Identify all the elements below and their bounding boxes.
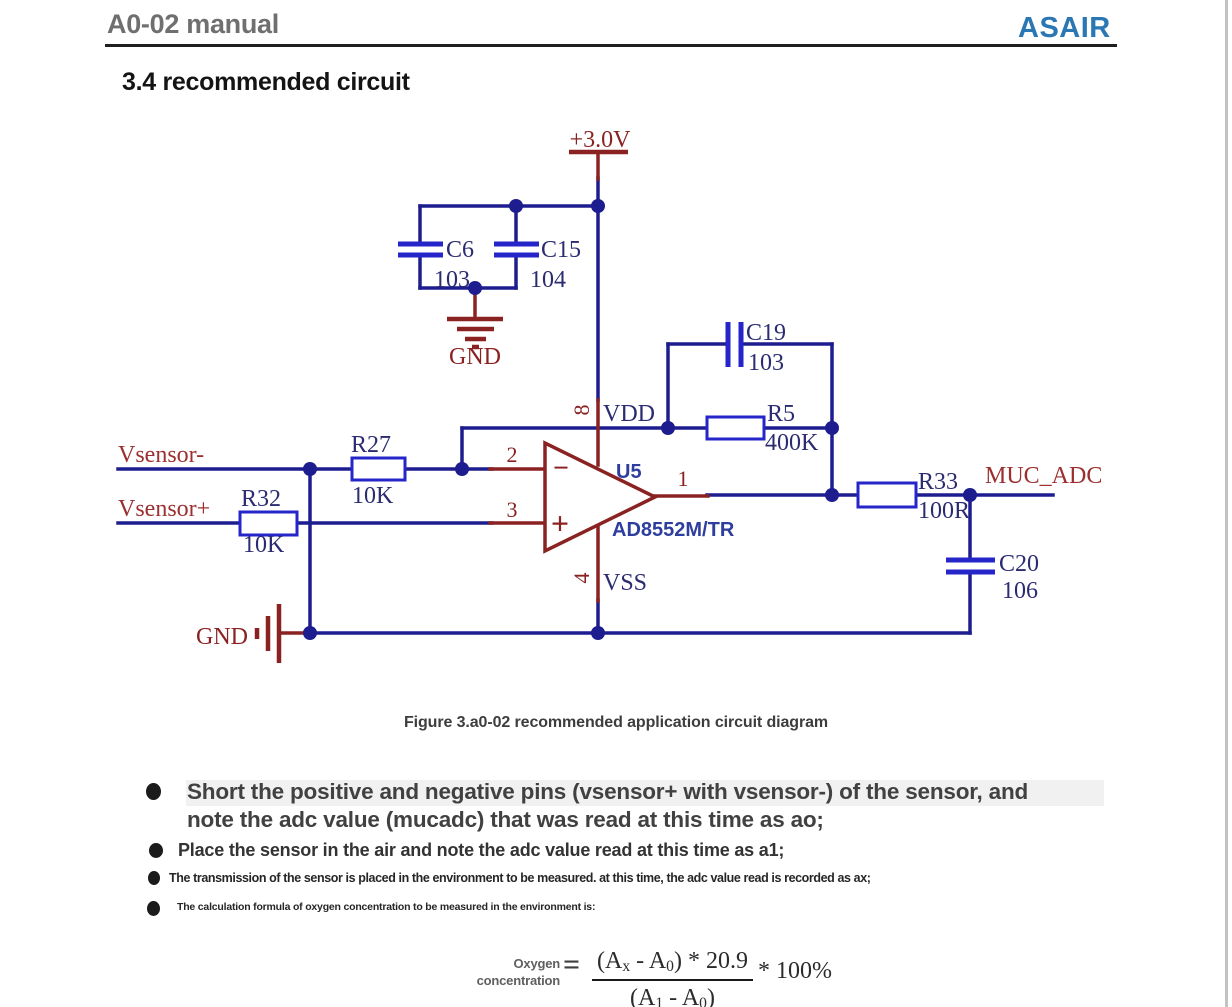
section-title: 3.4 recommended circuit: [122, 68, 410, 96]
gnd-top-label: GND: [449, 344, 501, 370]
supply-label: +3.0V: [570, 127, 632, 153]
formula-lhs: Oxygen concentration: [400, 955, 561, 989]
label-c15-ref: C15: [541, 237, 581, 263]
label-r27-val: 10K: [352, 483, 394, 509]
label-r27-ref: R27: [351, 432, 391, 458]
capacitor-c20: [946, 557, 995, 575]
label-r5-ref: R5: [767, 401, 795, 427]
label-r32-ref: R32: [241, 486, 281, 512]
formula-lhs-line1: Oxygen: [513, 956, 561, 971]
label-r5-val: 400K: [765, 430, 819, 456]
muc-adc-label: MUC_ADC: [985, 463, 1102, 489]
pin8-number: 8: [569, 405, 594, 416]
label-c19-ref: C19: [746, 320, 786, 346]
bullet-item-2: Place the sensor in the air and note the…: [149, 840, 1078, 861]
bullet-dot: [148, 871, 160, 885]
bullet-item-3: The transmission of the sensor is placed…: [148, 870, 1069, 886]
vsensor-plus-label: Vsensor+: [118, 496, 210, 522]
capacitor-c6: [398, 241, 443, 258]
formula-suffix: * 100%: [758, 958, 832, 984]
bullet-text: Short the positive and negative pins (vs…: [187, 779, 1029, 832]
inverting-input-symbol: −: [553, 453, 569, 484]
pin3-number: 3: [507, 497, 518, 522]
formula-lhs-line2: concentration: [476, 973, 561, 988]
bullet-text: Place the sensor in the air and note the…: [178, 840, 785, 860]
header-rule: [105, 44, 1117, 47]
ground-symbol-left: [254, 604, 282, 663]
resistor-r5: [705, 415, 766, 441]
vsensor-minus-label: Vsensor-: [118, 442, 204, 468]
capacitor-c19: [725, 322, 744, 367]
circuit-diagram: +3.0V GND GND: [116, 127, 1102, 663]
vss-label: VSS: [603, 570, 647, 596]
opamp-part-label: AD8552M/TR: [612, 519, 735, 541]
figure-caption: Figure 3.a0-02 recommended application c…: [403, 714, 829, 731]
bullet-dot: [147, 901, 160, 916]
bullet-item-1: Short the positive and negative pins (vs…: [146, 778, 1049, 834]
label-c6-ref: C6: [446, 237, 474, 263]
opamp-u5: − +: [543, 440, 659, 554]
label-r33-val: 100R: [918, 498, 970, 524]
junction-dots: [303, 199, 977, 640]
ground-symbol-top: [447, 316, 503, 350]
wires-red: [279, 150, 710, 635]
bullet-item-4: The calculation formula of oxygen concen…: [147, 900, 877, 916]
label-c20-val: 106: [1002, 578, 1038, 604]
page-title: A0-02 manual: [107, 9, 279, 39]
page-edge-shadow: [1225, 0, 1228, 1007]
label-c6-val: 103: [434, 267, 470, 293]
label-c15-val: 104: [530, 267, 566, 293]
formula-denominator: (A1 - A0): [630, 985, 715, 1007]
label-c19-val: 103: [748, 350, 784, 376]
pin4-number: 4: [569, 573, 594, 584]
resistor-r27: [350, 456, 407, 482]
gnd-left-label: GND: [196, 624, 248, 650]
noninverting-input-symbol: +: [551, 505, 569, 541]
brand-logo: ASAIR: [1018, 12, 1111, 44]
label-r32-val: 10K: [243, 532, 285, 558]
formula-equals: =: [563, 948, 581, 981]
vdd-label: VDD: [603, 401, 655, 427]
resistor-r33: [856, 481, 918, 509]
highlight-band: [186, 780, 1104, 806]
pin2-number: 2: [507, 442, 518, 467]
opamp-ref-label: U5: [616, 461, 642, 483]
bullet-dot: [149, 843, 163, 858]
formula-numerator: (Ax - A0) * 20.9: [597, 948, 748, 976]
label-r33-ref: R33: [918, 469, 958, 495]
fraction-bar: [592, 979, 753, 981]
capacitor-c15: [494, 241, 539, 258]
wires-blue: [116, 176, 1055, 635]
bullet-dot: [146, 783, 161, 800]
pin1-number: 1: [678, 466, 689, 491]
label-c20-ref: C20: [999, 551, 1039, 577]
resistor-r32: [238, 510, 299, 537]
bullet-text: The calculation formula of oxygen concen…: [177, 901, 596, 913]
formula-fraction: (Ax - A0) * 20.9 (A1 - A0): [592, 946, 753, 1007]
bullet-text: The transmission of the sensor is placed…: [169, 871, 871, 885]
